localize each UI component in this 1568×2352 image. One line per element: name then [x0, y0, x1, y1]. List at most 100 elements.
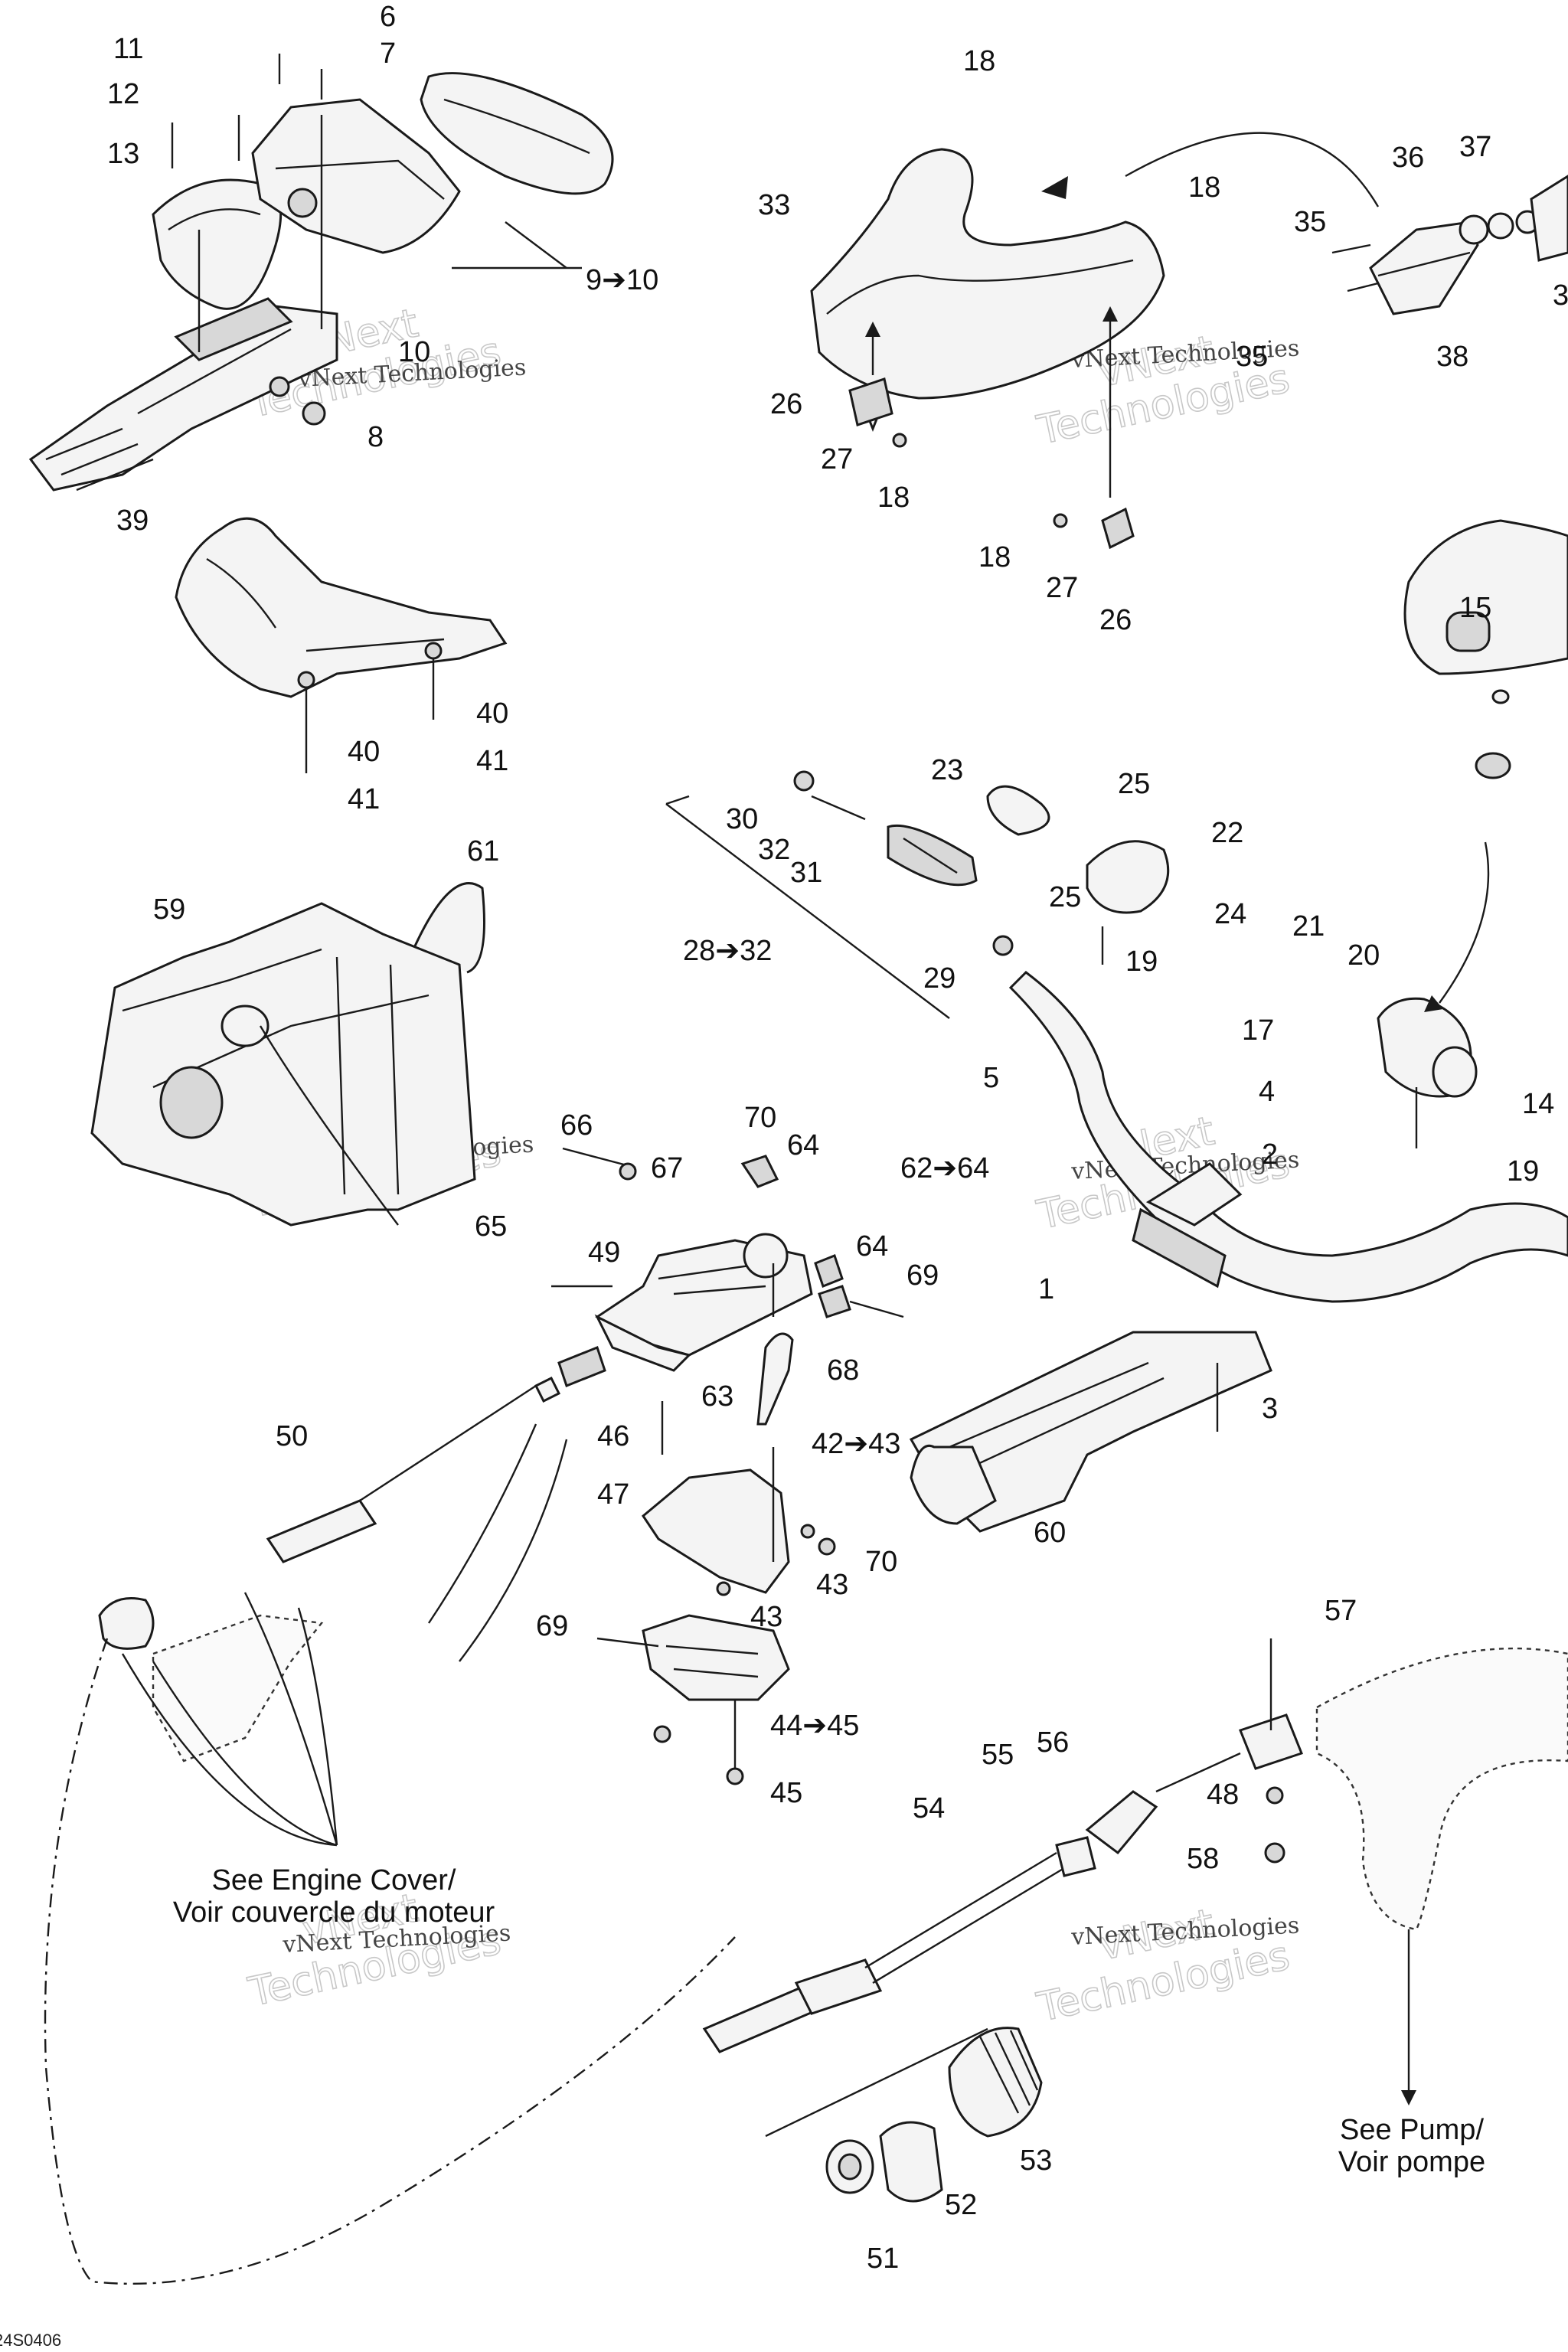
callout-label: 40 — [476, 697, 508, 730]
callout-label: 43 — [750, 1601, 782, 1633]
handlebar-group — [1008, 971, 1568, 1303]
callout-label: 53 — [1020, 2145, 1052, 2177]
callout-label: 27 — [1046, 572, 1078, 604]
callout-labels: 11 12 13 6 7 9➔10 10 8 18 33 18 26 27 18… — [107, 1, 1568, 2275]
callout-label: 45 — [770, 1777, 802, 1809]
callout-label: 21 — [1292, 910, 1325, 942]
callout-label: 43 — [816, 1569, 848, 1601]
callout-label: 19 — [1125, 946, 1158, 978]
callout-label: 9➔10 — [586, 264, 658, 296]
steering-clamp-group — [596, 1401, 836, 1785]
callout-label: 7 — [380, 38, 396, 70]
callout-label: 58 — [1187, 1843, 1219, 1875]
callout-label: 35 — [1236, 341, 1268, 373]
callout-label: 10 — [398, 336, 430, 368]
callout-label: 37 — [1459, 131, 1491, 163]
lower-cable-group — [702, 1638, 1568, 2105]
callout-label: 44➔45 — [770, 1710, 859, 1742]
part-illustrations — [28, 54, 1568, 2285]
callout-label: 24 — [1214, 898, 1246, 930]
steering-stem-group — [909, 1331, 1272, 1533]
bulkhead-fitting-group — [825, 2027, 1043, 2203]
callout-label: 38 — [1436, 341, 1468, 373]
reference-notes: See Engine Cover/ Voir couvercle du mote… — [173, 1864, 1485, 2178]
callout-label: 18 — [978, 541, 1011, 573]
callout-label: 68 — [827, 1354, 859, 1387]
steering-arm-group — [551, 1147, 904, 1426]
callout-label: 39 — [116, 505, 149, 537]
callout-label: 48 — [1207, 1779, 1239, 1811]
callout-label: 14 — [1522, 1088, 1554, 1120]
callout-label: 18 — [963, 45, 995, 77]
pump-note-line1: See Pump/ — [1340, 2114, 1484, 2146]
callout-label: 56 — [1037, 1726, 1069, 1759]
callout-label: 42➔43 — [812, 1428, 900, 1460]
callout-label: 11 — [113, 33, 143, 65]
callout-label: 23 — [931, 754, 963, 786]
callout-label: 55 — [982, 1739, 1014, 1771]
callout-label: 60 — [1034, 1517, 1066, 1549]
callout-label: 30 — [726, 803, 758, 835]
callout-label: 28➔32 — [683, 935, 772, 967]
callout-label: 40 — [348, 736, 380, 768]
callout-label: 50 — [276, 1420, 308, 1452]
callout-label: 4 — [1259, 1076, 1275, 1108]
callout-label: 52 — [945, 2189, 977, 2221]
callout-label: 3 — [1262, 1393, 1278, 1425]
callout-label: 41 — [476, 745, 508, 777]
steering-cover-group — [810, 148, 1165, 550]
callout-label: 31 — [790, 857, 822, 889]
callout-label: 66 — [560, 1109, 593, 1142]
engine-cover-outline — [44, 1592, 736, 2285]
engine-cover-note-line1: See Engine Cover/ — [212, 1864, 456, 1896]
callout-label: 20 — [1348, 939, 1380, 972]
callout-label: 47 — [597, 1478, 629, 1511]
callout-label: 18 — [1188, 172, 1220, 204]
pump-note-line2: Voir pompe — [1338, 2146, 1485, 2178]
callout-label: 5 — [983, 1062, 999, 1094]
throttle-cover-group — [28, 54, 614, 492]
callout-label: 35 — [1294, 206, 1326, 238]
lower-cover-group — [175, 517, 508, 773]
callout-label: 18 — [877, 482, 910, 514]
callout-label: 6 — [380, 1, 396, 33]
callout-label: 62➔64 — [900, 1152, 989, 1184]
switch-assembly-group — [1331, 175, 1568, 315]
upper-cable-group — [266, 1346, 606, 1662]
diagram-code: 24S0406 — [0, 2331, 61, 2350]
callout-label: 25 — [1049, 881, 1081, 913]
callout-label: 41 — [348, 783, 380, 815]
callout-label: 36 — [1392, 142, 1424, 174]
grip-group — [793, 770, 1170, 965]
callout-label: 12 — [107, 78, 139, 110]
callout-label: 33 — [758, 189, 790, 221]
callout-label: 70 — [865, 1546, 897, 1578]
engine-cover-note-line2: Voir couvercle du moteur — [173, 1896, 495, 1929]
callout-label: 67 — [651, 1152, 683, 1184]
watermark: Technologies vNext vNext Technologies — [1032, 327, 1300, 455]
callout-label: 25 — [1118, 768, 1150, 800]
callout-label: 69 — [536, 1610, 568, 1642]
callout-label: 13 — [107, 138, 139, 170]
callout-label: 3 — [1553, 279, 1568, 312]
group-brackets — [452, 221, 988, 2138]
switch-closeup-group — [1377, 519, 1568, 1148]
callout-label: 65 — [475, 1210, 507, 1243]
callout-label: 15 — [1459, 592, 1491, 624]
callout-label: 26 — [770, 388, 802, 420]
callout-label: 64 — [787, 1129, 819, 1161]
arrows — [259, 132, 1490, 1562]
callout-label: 69 — [906, 1259, 939, 1292]
callout-label: 49 — [588, 1236, 620, 1269]
callout-label: 61 — [467, 835, 499, 867]
callout-label: 26 — [1099, 604, 1132, 636]
callout-label: 19 — [1507, 1155, 1539, 1187]
callout-label: 54 — [913, 1792, 945, 1824]
callout-label: 70 — [744, 1102, 776, 1134]
callout-label: 64 — [856, 1230, 888, 1263]
callout-label: 17 — [1242, 1014, 1274, 1047]
callout-label: 27 — [821, 443, 853, 475]
callout-label: 2 — [1262, 1138, 1278, 1171]
callout-label: 59 — [153, 893, 185, 926]
